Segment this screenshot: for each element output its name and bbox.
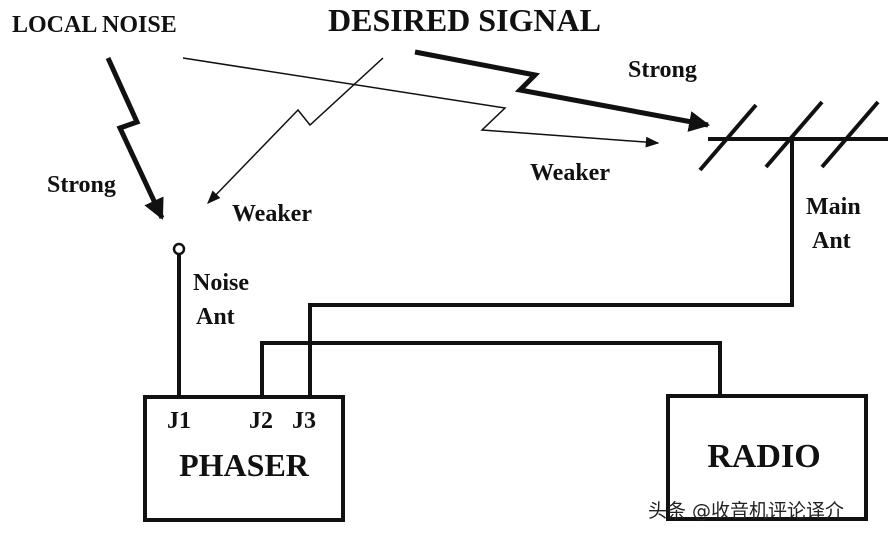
radio-label: RADIO [707,438,820,475]
j1-label: J1 [167,408,191,434]
weaker-noise-arrow-main [182,57,660,148]
phaser-box [143,395,345,522]
noise-antenna [172,242,186,397]
main-ant-cable [308,139,794,397]
desired-signal-label: DESIRED SIGNAL [328,2,601,38]
watermark-text: 头条 @收音机评论译介 [648,500,844,522]
radio-cable [260,341,722,397]
main-antenna [698,100,888,172]
weaker-signal-label-noise: Weaker [232,201,312,227]
main-ant-label-line2: Ant [812,228,851,254]
noise-ant-label-line1: Noise [193,270,249,296]
strong-signal-label: Strong [628,57,697,83]
weaker-signal-arrow-noise [207,57,384,204]
phaser-label: PHASER [179,447,310,483]
j2-label: J2 [249,408,273,434]
noise-ant-label-line2: Ant [196,304,235,330]
strong-signal-arrow [414,49,711,132]
j3-label: J3 [292,408,316,434]
strong-noise-arrow [105,56,165,220]
local-noise-label: LOCAL NOISE [12,12,177,38]
strong-noise-label: Strong [47,172,116,198]
weaker-noise-label-main: Weaker [530,160,610,186]
radio-box [666,394,868,521]
main-ant-label-line1: Main [806,194,861,220]
